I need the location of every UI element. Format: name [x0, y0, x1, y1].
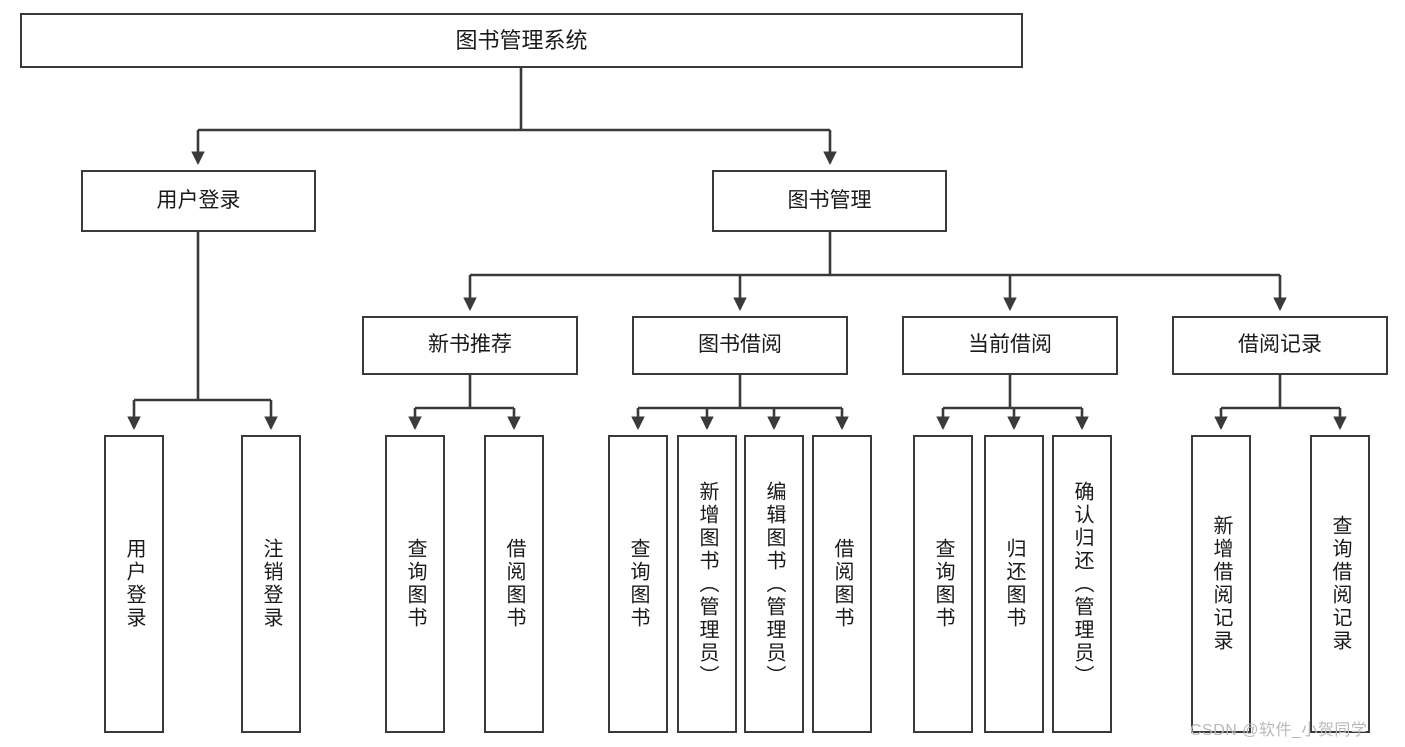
node-new-book-recommend[interactable]: 新书推荐 [362, 316, 578, 375]
node-leaf-confirm-return-label: 确认归还（管理员） [1071, 480, 1093, 688]
node-leaf-edit-book[interactable]: 编辑图书（管理员） [744, 435, 804, 733]
node-root[interactable]: 图书管理系统 [20, 13, 1023, 68]
node-leaf-confirm-return[interactable]: 确认归还（管理员） [1052, 435, 1112, 733]
node-user-login[interactable]: 用户登录 [81, 170, 316, 232]
node-book-manage[interactable]: 图书管理 [712, 170, 947, 232]
csdn-watermark: CSDN @软件_小贺同学 [1190, 722, 1368, 739]
node-book-borrow-label: 图书借阅 [698, 333, 782, 357]
node-leaf-query-book-2-label: 查询图书 [627, 538, 649, 630]
node-leaf-borrow-book-2-label: 借阅图书 [831, 538, 853, 630]
node-borrow-record[interactable]: 借阅记录 [1172, 316, 1388, 375]
node-root-label: 图书管理系统 [455, 27, 588, 53]
node-leaf-borrow-book-1[interactable]: 借阅图书 [484, 435, 544, 733]
node-leaf-user-login[interactable]: 用户登录 [104, 435, 164, 733]
node-user-login-label: 用户登录 [156, 188, 241, 212]
node-leaf-query-book-1-label: 查询图书 [404, 538, 426, 630]
node-book-borrow[interactable]: 图书借阅 [632, 316, 848, 375]
node-current-borrow[interactable]: 当前借阅 [902, 316, 1118, 375]
node-leaf-query-book-1[interactable]: 查询图书 [385, 435, 445, 733]
node-leaf-logout-label: 注销登录 [260, 538, 282, 630]
node-leaf-borrow-book-1-label: 借阅图书 [503, 538, 525, 630]
node-leaf-query-record-label: 查询借阅记录 [1329, 515, 1351, 653]
node-leaf-query-record[interactable]: 查询借阅记录 [1310, 435, 1370, 733]
node-leaf-user-login-label: 用户登录 [123, 538, 145, 630]
node-leaf-add-record-label: 新增借阅记录 [1210, 515, 1232, 653]
node-leaf-query-book-3-label: 查询图书 [932, 538, 954, 630]
node-leaf-add-record[interactable]: 新增借阅记录 [1191, 435, 1251, 733]
node-leaf-return-book[interactable]: 归还图书 [984, 435, 1044, 733]
node-leaf-return-book-label: 归还图书 [1003, 538, 1025, 630]
node-new-book-recommend-label: 新书推荐 [428, 333, 512, 357]
node-leaf-borrow-book-2[interactable]: 借阅图书 [812, 435, 872, 733]
node-leaf-add-book-label: 新增图书（管理员） [696, 480, 718, 688]
node-leaf-edit-book-label: 编辑图书（管理员） [763, 480, 785, 688]
node-leaf-query-book-3[interactable]: 查询图书 [913, 435, 973, 733]
node-leaf-logout[interactable]: 注销登录 [241, 435, 301, 733]
node-leaf-query-book-2[interactable]: 查询图书 [608, 435, 668, 733]
node-book-manage-label: 图书管理 [787, 188, 872, 212]
node-leaf-add-book[interactable]: 新增图书（管理员） [677, 435, 737, 733]
node-borrow-record-label: 借阅记录 [1238, 333, 1322, 357]
node-current-borrow-label: 当前借阅 [968, 333, 1052, 357]
